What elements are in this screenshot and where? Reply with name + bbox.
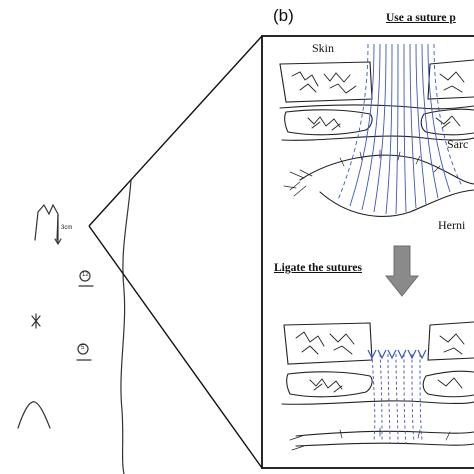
step-caption-bottom: Ligate the sutures [274,262,362,274]
suture-knots [367,349,427,360]
fat-band-right-b [422,370,474,398]
umbilicus-arc [17,401,51,429]
distance-label: 3cm [61,225,73,231]
fascia-line-b [281,400,474,405]
step-arrow [384,245,420,297]
skin-layer-right [427,59,474,100]
skin-layer-left [279,61,373,103]
zoom-lines [88,35,263,469]
skin-layer-right-b [427,321,474,361]
sutures-bottom [371,353,423,445]
fat-band-right [420,108,474,136]
label-skin: Skin [312,41,335,55]
distance-arrow [54,214,62,246]
arrow-shape [384,245,420,297]
port-b-label: 5 [81,345,85,351]
xiphoid-mark [34,203,59,241]
abdomen-sketch [17,179,132,474]
hernia-repaired [295,430,474,437]
panel-frame [261,35,474,469]
fat-band-left-b [286,371,373,398]
hernia-sac-bottom [319,189,474,217]
port-a-label: 12 [82,272,89,278]
panel-label: (b) [273,6,294,25]
fat-band-left [284,109,373,136]
hernia-fringe [283,149,441,197]
skin-texture-b [295,331,465,355]
port-star [31,313,41,329]
label-sarc: Sarc [447,137,469,151]
fat-texture-b [309,377,463,393]
fascia-line [281,135,474,141]
skin-layer-left-b [283,322,373,365]
sutures-top [337,43,463,215]
hernia-fringe-b [289,427,451,451]
hernia-sac [299,154,474,185]
top-diagram [279,59,474,217]
label-hernia: Herni [438,218,466,232]
fat-texture [307,115,461,131]
fascia-line-top [279,104,474,110]
port-b-circle [77,343,89,355]
skin-texture [291,71,465,94]
bottom-diagram [281,321,474,451]
step-caption-top: Use a suture p [386,12,456,24]
hernia-repaired-bottom [295,442,474,447]
port-a-circle [79,270,91,282]
flank-outline [120,179,132,474]
